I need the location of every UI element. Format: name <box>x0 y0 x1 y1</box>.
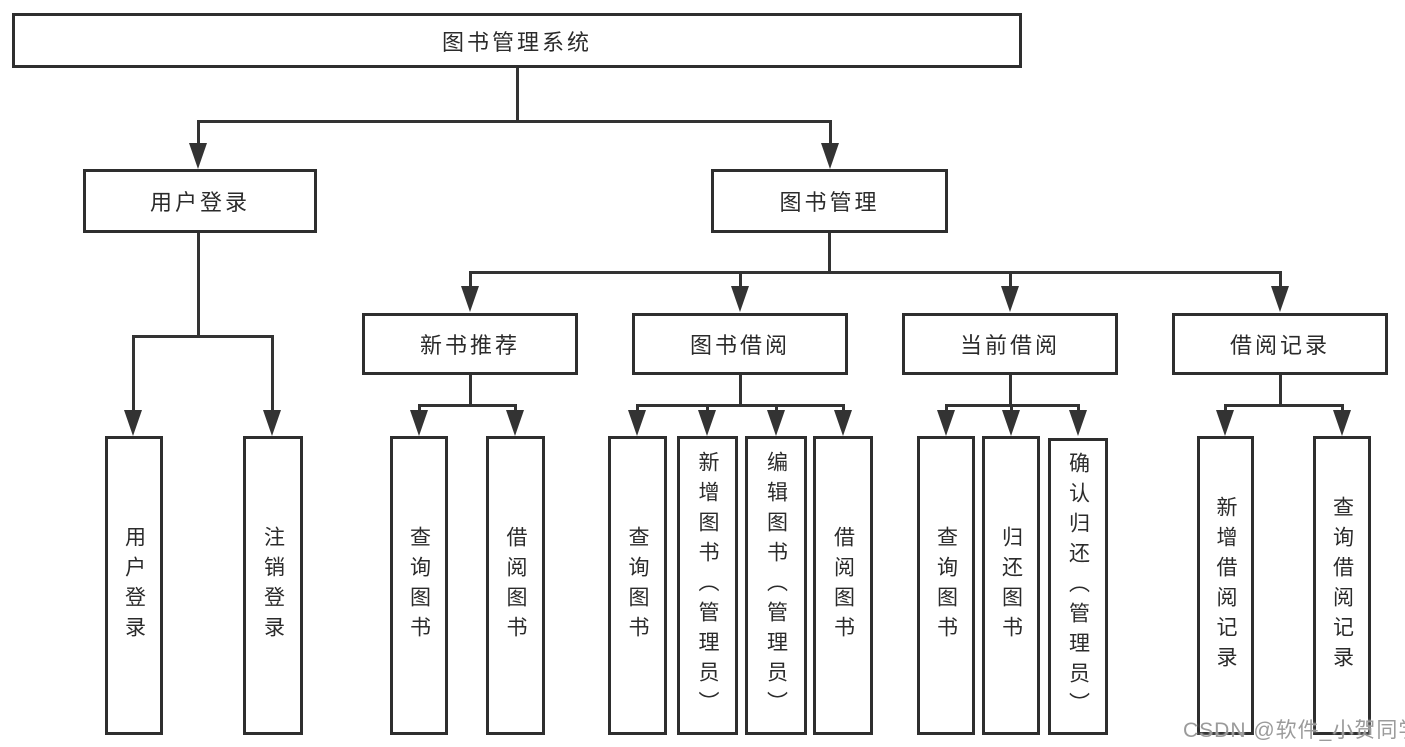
edge-line <box>1009 373 1012 406</box>
node-book-management-label: 图书管理 <box>779 190 880 215</box>
arrow-down-icon <box>1333 410 1351 436</box>
node-user-login: 用户登录 <box>83 169 317 233</box>
edge-line <box>132 335 135 413</box>
arrow-down-icon <box>506 410 524 436</box>
edge-line <box>1279 271 1282 289</box>
node-root-label: 图书管理系统 <box>441 29 592 55</box>
edge-line <box>739 271 742 289</box>
leaf-newbook-query-book: 查询图书 <box>390 436 448 735</box>
node-borrow-records: 借阅记录 <box>1172 313 1388 375</box>
edge-line <box>132 335 274 338</box>
arrow-down-icon <box>937 410 955 436</box>
leaf-user-login: 用户登录 <box>105 436 163 735</box>
node-borrow-records-label: 借阅记录 <box>1229 333 1330 358</box>
edge-line <box>197 232 200 336</box>
edge-line <box>1010 404 1013 413</box>
edge-line <box>469 271 472 289</box>
edge-line <box>842 404 845 413</box>
leaf-newbook-query-book-label: 查询图书 <box>407 525 431 646</box>
edge-line <box>514 404 517 413</box>
edge-line <box>1341 404 1344 413</box>
edge-line <box>636 404 845 407</box>
edge-line <box>828 232 831 273</box>
arrow-down-icon <box>189 143 207 169</box>
csdn-watermark: CSDN @软件_小贺同学 <box>1183 719 1405 742</box>
edge-line <box>739 373 742 406</box>
leaf-newbook-borrow-book: 借阅图书 <box>486 436 545 735</box>
edge-line <box>418 404 517 407</box>
edge-line <box>775 404 778 413</box>
leaf-user-login-label: 用户登录 <box>122 525 146 646</box>
edge-line <box>945 404 948 413</box>
edge-line <box>1224 404 1227 413</box>
node-current-borrow: 当前借阅 <box>902 313 1118 375</box>
edge-line <box>636 404 639 413</box>
edge-line <box>516 68 519 122</box>
node-book-borrow-label: 图书借阅 <box>689 333 790 358</box>
node-user-login-label: 用户登录 <box>149 190 250 215</box>
leaf-current-return-book: 归还图书 <box>982 436 1040 735</box>
node-new-book-recommend: 新书推荐 <box>362 313 578 375</box>
arrow-down-icon <box>821 143 839 169</box>
leaf-newbook-borrow-book-label: 借阅图书 <box>504 525 527 646</box>
leaf-records-add-record: 新增借阅记录 <box>1197 436 1254 735</box>
leaf-borrow-edit-book-admin-label: 编辑图书（管理员） <box>764 450 788 721</box>
leaf-records-query-record: 查询借阅记录 <box>1313 436 1371 735</box>
leaf-borrow-query-book-label: 查询图书 <box>626 525 649 646</box>
leaf-borrow-add-book-admin: 新增图书（管理员） <box>677 436 738 735</box>
arrow-down-icon <box>1271 286 1289 312</box>
edge-line <box>197 120 200 146</box>
leaf-current-confirm-return-admin-label: 确认归还（管理员） <box>1066 451 1090 722</box>
arrow-down-icon <box>1001 286 1019 312</box>
arrow-down-icon <box>461 286 479 312</box>
arrow-down-icon <box>628 410 646 436</box>
arrow-down-icon <box>124 410 142 436</box>
edge-line <box>197 120 831 123</box>
arrow-down-icon <box>1216 410 1234 436</box>
edge-line <box>706 404 709 413</box>
leaf-current-confirm-return-admin: 确认归还（管理员） <box>1048 438 1108 735</box>
arrow-down-icon <box>1002 410 1020 436</box>
leaf-current-query-book: 查询图书 <box>917 436 975 735</box>
leaf-current-return-book-label: 归还图书 <box>999 525 1023 646</box>
node-current-borrow-label: 当前借阅 <box>959 333 1060 358</box>
arrow-down-icon <box>698 410 716 436</box>
leaf-current-query-book-label: 查询图书 <box>934 525 958 646</box>
node-new-book-recommend-label: 新书推荐 <box>419 333 520 358</box>
arrow-down-icon <box>410 410 428 436</box>
arrow-down-icon <box>263 410 281 436</box>
arrow-down-icon <box>731 286 749 312</box>
arrow-down-icon <box>834 410 852 436</box>
edge-line <box>1009 271 1012 289</box>
leaf-borrow-borrow-book: 借阅图书 <box>813 436 873 735</box>
edge-line <box>418 404 421 413</box>
edge-line <box>1224 404 1344 407</box>
node-book-management: 图书管理 <box>711 169 948 233</box>
arrow-down-icon <box>767 410 785 436</box>
edge-line <box>469 271 1282 274</box>
edge-line <box>1279 373 1282 406</box>
leaf-logout-login: 注销登录 <box>243 436 303 735</box>
node-book-borrow: 图书借阅 <box>632 313 848 375</box>
edge-line <box>1077 404 1080 413</box>
leaf-borrow-query-book: 查询图书 <box>608 436 667 735</box>
leaf-borrow-add-book-admin-label: 新增图书（管理员） <box>696 450 719 721</box>
edge-line <box>829 120 832 146</box>
leaf-borrow-borrow-book-label: 借阅图书 <box>831 525 855 646</box>
leaf-logout-login-label: 注销登录 <box>261 525 285 646</box>
arrow-down-icon <box>1069 410 1087 436</box>
leaf-records-add-record-label: 新增借阅记录 <box>1214 495 1237 676</box>
edge-line <box>469 373 472 406</box>
node-root: 图书管理系统 <box>12 13 1022 68</box>
leaf-records-query-record-label: 查询借阅记录 <box>1330 495 1354 676</box>
leaf-borrow-edit-book-admin: 编辑图书（管理员） <box>745 436 807 735</box>
edge-line <box>271 335 274 413</box>
